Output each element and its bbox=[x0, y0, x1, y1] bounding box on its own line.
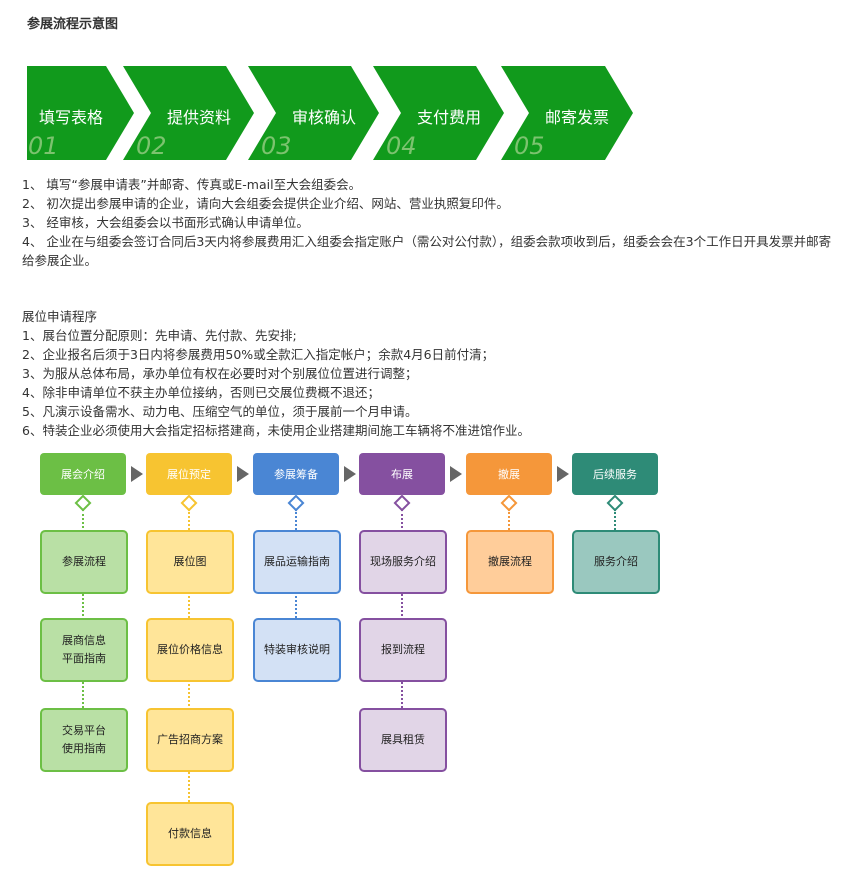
flow-item-box[interactable]: 撤展流程 bbox=[466, 530, 554, 594]
flow-connector-line bbox=[508, 509, 510, 530]
booth-item: 6、特装企业必须使用大会指定招标搭建商，未使用企业搭建期间施工车辆将不准进馆作业… bbox=[22, 423, 530, 438]
flow-item-box[interactable]: 展商信息 平面指南 bbox=[40, 618, 128, 682]
flow-item-box[interactable]: 服务介绍 bbox=[572, 530, 660, 594]
flow-connector-line bbox=[614, 509, 616, 530]
flow-arrow-icon bbox=[450, 466, 462, 482]
booth-item: 5、凡演示设备需水、动力电、压缩空气的单位，须于展前一个月申请。 bbox=[22, 404, 418, 419]
step-label: 支付费用 bbox=[417, 108, 482, 127]
flow-item-box[interactable]: 报到流程 bbox=[359, 618, 447, 682]
step-number: 05 bbox=[514, 132, 545, 160]
flow-header[interactable]: 布展 bbox=[359, 453, 445, 495]
step-chevron-1: 填写表格 01 bbox=[27, 66, 134, 160]
intro-line: 1、 填写“参展申请表”并邮寄、传真或E-mail至大会组委会。 bbox=[22, 177, 362, 192]
step-label: 审核确认 bbox=[292, 108, 357, 127]
page-title: 参展流程示意图 bbox=[27, 17, 119, 32]
flow-item-box[interactable]: 交易平台 使用指南 bbox=[40, 708, 128, 772]
step-label: 提供资料 bbox=[167, 108, 232, 127]
chevron-shape bbox=[373, 66, 504, 160]
flow-item-box[interactable]: 参展流程 bbox=[40, 530, 128, 594]
intro-line: 2、 初次提出参展申请的企业，请向大会组委会提供企业介绍、网站、营业执照复印件。 bbox=[22, 196, 509, 211]
flow-connector-line bbox=[401, 509, 403, 708]
flow-header[interactable]: 展位预定 bbox=[146, 453, 232, 495]
flow-item-box[interactable]: 特装审核说明 bbox=[253, 618, 341, 682]
flow-header[interactable]: 参展筹备 bbox=[253, 453, 339, 495]
flow-item-box[interactable]: 展位图 bbox=[146, 530, 234, 594]
flow-header[interactable]: 后续服务 bbox=[572, 453, 658, 495]
chevron-shape bbox=[123, 66, 254, 160]
intro-line: 4、 企业在与组委会签订合同后3天内将参展费用汇入组委会指定账户（需公对公付款）… bbox=[22, 234, 832, 268]
step-number: 02 bbox=[136, 132, 167, 160]
step-number: 01 bbox=[28, 132, 59, 160]
step-number: 04 bbox=[386, 132, 417, 160]
chevron-shape bbox=[27, 66, 134, 160]
booth-item: 4、除非申请单位不获主办单位接纳，否则已交展位费概不退还； bbox=[22, 385, 380, 400]
flow-item-box[interactable]: 现场服务介绍 bbox=[359, 530, 447, 594]
flow-item-box[interactable]: 展具租赁 bbox=[359, 708, 447, 772]
flow-arrow-icon bbox=[237, 466, 249, 482]
flow-item-box[interactable]: 广告招商方案 bbox=[146, 708, 234, 772]
chevron-shape bbox=[248, 66, 379, 160]
step-number: 03 bbox=[261, 132, 292, 160]
flow-arrow-icon bbox=[344, 466, 356, 482]
intro-paragraphs: 1、 填写“参展申请表”并邮寄、传真或E-mail至大会组委会。 2、 初次提出… bbox=[22, 175, 842, 270]
booth-item: 2、企业报名后须于3日内将参展费用50%或全款汇入指定帐户；余款4月6日前付清； bbox=[22, 347, 495, 362]
intro-line: 3、 经审核，大会组委会以书面形式确认申请单位。 bbox=[22, 215, 309, 230]
booth-item: 3、为服从总体布局，承办单位有权在必要时对个别展位位置进行调整； bbox=[22, 366, 418, 381]
booth-section: 展位申请程序 1、展台位置分配原则：先申请、先付款、先安排; 2、企业报名后须于… bbox=[22, 307, 842, 440]
flow-item-box[interactable]: 付款信息 bbox=[146, 802, 234, 866]
step-label: 邮寄发票 bbox=[545, 108, 610, 127]
booth-heading: 展位申请程序 bbox=[22, 309, 98, 324]
flow-header[interactable]: 撤展 bbox=[466, 453, 552, 495]
flow-connector-line bbox=[82, 509, 84, 708]
flow-header[interactable]: 展会介绍 bbox=[40, 453, 126, 495]
flow-arrow-icon bbox=[131, 466, 143, 482]
chevron-shape bbox=[501, 66, 633, 160]
flow-item-box[interactable]: 展品运输指南 bbox=[253, 530, 341, 594]
booth-item: 1、展台位置分配原则：先申请、先付款、先安排; bbox=[22, 328, 297, 343]
flow-arrow-icon bbox=[557, 466, 569, 482]
flow-item-box[interactable]: 展位价格信息 bbox=[146, 618, 234, 682]
step-label: 填写表格 bbox=[39, 108, 104, 127]
